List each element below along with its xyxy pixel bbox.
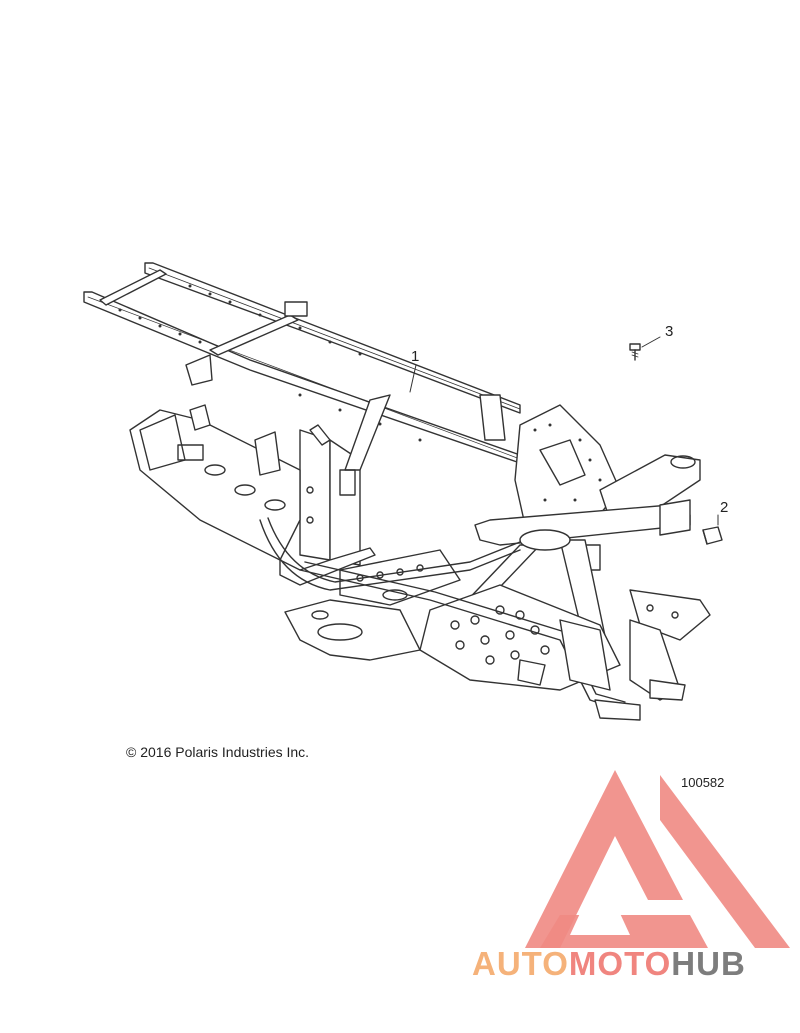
lower-front: [517, 619, 686, 721]
callout-2: 2: [720, 499, 729, 516]
callout-1-leader: [409, 364, 417, 393]
watermark-text-auto: AUTO: [472, 945, 569, 982]
rear-frame-section: [129, 404, 376, 586]
rear-uprights: [299, 394, 391, 566]
block-part-2: [702, 514, 723, 545]
diagram-part-number: 100582: [681, 775, 725, 790]
watermark-text-hub: HUB: [671, 945, 746, 982]
watermark-text: AUTOMOTOHUB: [472, 945, 746, 983]
bolt-part-3: [629, 336, 661, 361]
watermark-text-moto: MOTO: [568, 945, 672, 982]
callout-1: 1: [411, 348, 420, 365]
callout-3: 3: [665, 323, 674, 340]
right-footrest: [629, 589, 711, 701]
copyright-text: © 2016 Polaris Industries Inc.: [126, 744, 310, 760]
left-footrest: [284, 599, 421, 661]
upper-rails: [83, 262, 521, 464]
watermark-logo: [525, 770, 790, 948]
